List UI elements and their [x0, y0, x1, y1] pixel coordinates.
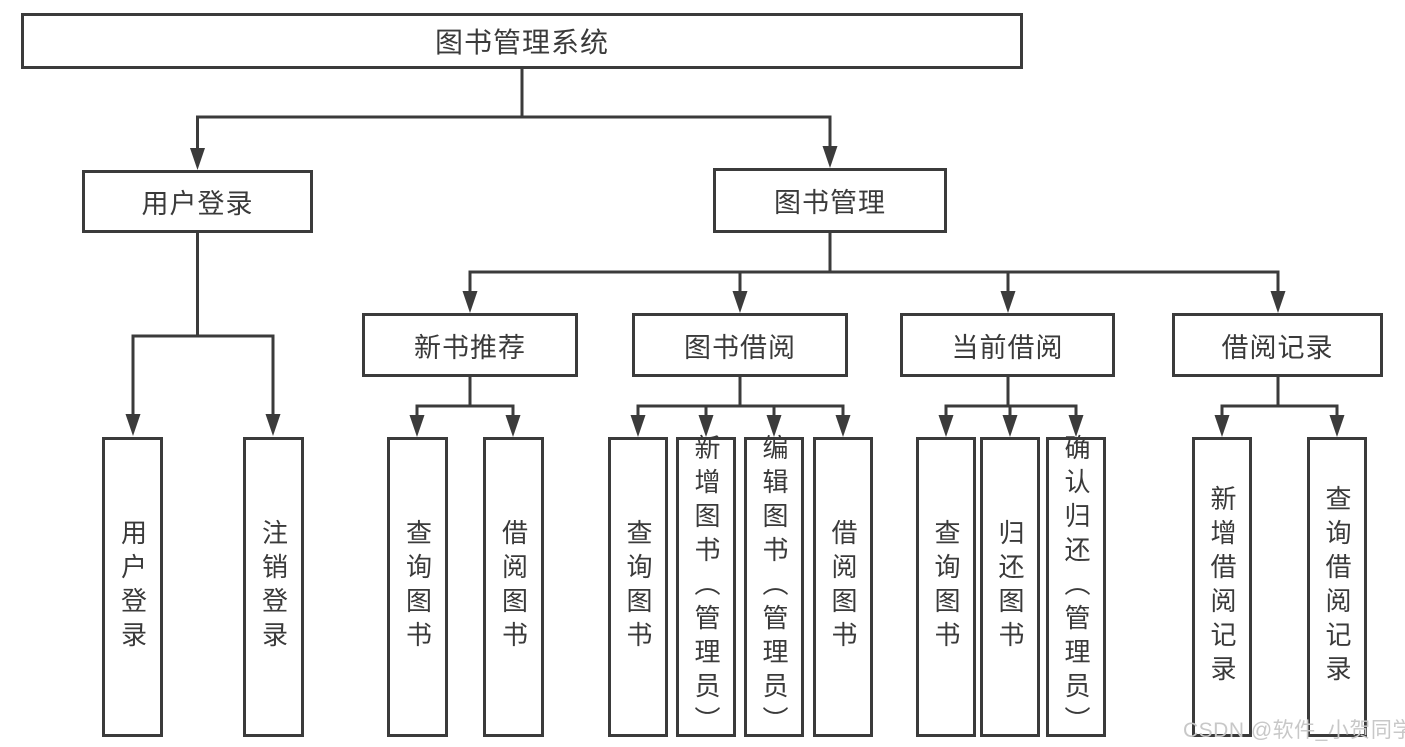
leaf-add-borrow-record: 新增借阅记录 — [1192, 437, 1252, 737]
node-label: 确认归还（管理员） — [1061, 434, 1091, 740]
leaf-add-books-admin: 新增图书（管理员） — [676, 434, 736, 740]
node-label: 查询图书 — [402, 519, 433, 655]
connector-root-split — [190, 69, 838, 170]
node-label: 图书借阅 — [684, 332, 796, 363]
node-label: 新增借阅记录 — [1207, 485, 1237, 689]
node-label: 用户登录 — [141, 189, 254, 219]
node-new-book-recommendation: 新书推荐 — [362, 313, 578, 377]
node-label: 新书推荐 — [414, 332, 526, 363]
node-borrowing-records: 借阅记录 — [1172, 313, 1383, 377]
node-label: 用户登录 — [117, 519, 148, 655]
node-label: 注销登录 — [258, 519, 289, 655]
node-label: 查询借阅记录 — [1322, 485, 1352, 689]
node-user-login: 用户登录 — [82, 170, 313, 233]
node-label: 查询图书 — [623, 519, 653, 655]
connector-user-login-group — [125, 233, 281, 436]
leaf-logout: 注销登录 — [243, 437, 304, 737]
node-book-borrowing: 图书借阅 — [632, 313, 848, 377]
node-label: 借阅图书 — [828, 519, 858, 655]
leaf-return-books: 归还图书 — [980, 437, 1040, 737]
node-label: 借阅记录 — [1221, 332, 1334, 363]
connector-book-borrow-group — [630, 377, 851, 437]
leaf-borrow-books-recommend: 借阅图书 — [483, 437, 544, 737]
node-label: 新增图书（管理员） — [691, 434, 721, 740]
csdn-watermark: CSDN @软件_小贺同学 — [1183, 719, 1405, 742]
leaf-user-login: 用户登录 — [102, 437, 163, 737]
node-label: 归还图书 — [995, 519, 1025, 655]
node-label: 借阅图书 — [498, 519, 529, 655]
leaf-query-books-current: 查询图书 — [916, 437, 976, 737]
leaf-confirm-return-admin: 确认归还（管理员） — [1046, 434, 1106, 740]
node-current-borrowing: 当前借阅 — [900, 313, 1115, 377]
leaf-query-borrow-record: 查询借阅记录 — [1307, 437, 1367, 737]
connector-new-book-group — [409, 377, 521, 437]
leaf-query-books-recommend: 查询图书 — [387, 437, 448, 737]
node-label: 图书管理系统 — [434, 27, 609, 58]
leaf-borrow-books: 借阅图书 — [813, 437, 873, 737]
connector-borrow-record-group — [1214, 377, 1345, 437]
node-label: 当前借阅 — [951, 332, 1064, 363]
connector-book-management-split — [462, 233, 1286, 313]
node-label: 编辑图书（管理员） — [759, 434, 789, 740]
node-root-system: 图书管理系统 — [21, 13, 1023, 69]
leaf-query-books-borrow: 查询图书 — [608, 437, 668, 737]
node-label: 查询图书 — [931, 519, 961, 655]
leaf-edit-books-admin: 编辑图书（管理员） — [744, 434, 804, 740]
connector-current-borrow-group — [938, 377, 1084, 437]
node-label: 图书管理 — [774, 188, 886, 218]
node-book-management: 图书管理 — [713, 168, 947, 233]
